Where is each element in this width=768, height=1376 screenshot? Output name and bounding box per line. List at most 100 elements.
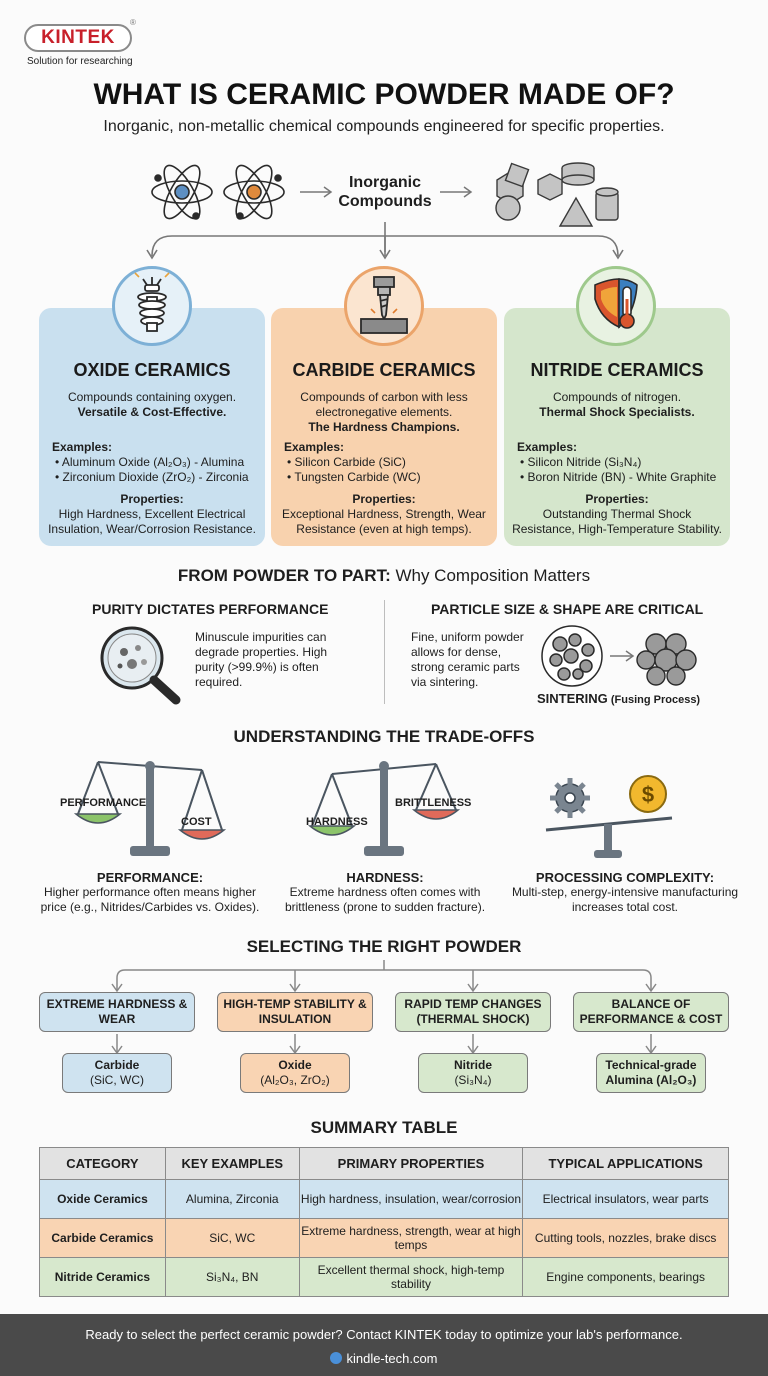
heading-rest: Why Composition Matters (390, 566, 591, 585)
card-description: Compounds containing oxygen. Versatile &… (49, 390, 255, 420)
performance-tradeoff-heading: PERFORMANCE: (96, 870, 204, 885)
heading-bold: FROM POWDER TO PART: (177, 566, 391, 585)
branch-connector (146, 222, 624, 260)
examples-label: Examples: (52, 440, 113, 454)
example-item: Aluminum Oxide (Al₂O₃) - Alumina (55, 455, 249, 470)
particle-text: Fine, uniform powder allows for dense, s… (411, 630, 524, 689)
flow-label-line-1: Inorganic (348, 174, 421, 191)
table-cell: SiC, WC (164, 1218, 300, 1258)
hardness-brittleness-scale-icon (307, 761, 461, 856)
result-name: Carbide (94, 1058, 140, 1072)
footer-url-text[interactable]: kindle-tech.com (346, 1351, 438, 1366)
examples-list: Silicon Carbide (SiC) Tungsten Carbide (… (287, 455, 420, 485)
brittleness-pan-label: BRITTLENESS (395, 797, 472, 809)
result-detail: Alumina (Al₂O₃) (605, 1073, 697, 1087)
examples-list: Aluminum Oxide (Al₂O₃) - Alumina Zirconi… (55, 455, 249, 485)
properties-label: Properties: (120, 492, 184, 506)
table-cell: Extreme hardness, strength, wear at high… (298, 1218, 524, 1258)
example-item: Boron Nitride (BN) - White Graphite (520, 470, 717, 485)
table-header: KEY EXAMPLES (164, 1147, 300, 1180)
nitride-ceramics-card: NITRIDE CERAMICS Compounds of nitrogen. … (504, 308, 730, 546)
card-highlight: Versatile & Cost-Effective. (77, 405, 227, 419)
insulator-icon (112, 266, 192, 346)
table-cell: Alumina, Zirconia (164, 1179, 300, 1219)
performance-pan-label: PERFORMANCE (60, 797, 147, 809)
card-description: Compounds of nitrogen. Thermal Shock Spe… (514, 390, 720, 420)
sintering-rest: (Fusing Process) (607, 694, 701, 706)
properties-text: High Hardness, Excellent Electrical Insu… (48, 507, 256, 536)
sintering-bold: SINTERING (537, 691, 608, 706)
gear-coin-scale-icon: $ (545, 775, 673, 858)
table-cell: Si₃N₄, BN (164, 1257, 300, 1297)
example-item: Silicon Nitride (Si₃N₄) (520, 455, 716, 470)
result-nitride: Nitride (Si₃N₄) (418, 1053, 528, 1093)
performance-cost-scale-icon (73, 761, 227, 856)
summary-heading: SUMMARY TABLE (310, 1118, 458, 1137)
examples-label: Examples: (517, 440, 578, 454)
result-name: Technical-grade (605, 1058, 697, 1072)
particle-heading: PARTICLE SIZE & SHAPE ARE CRITICAL (431, 601, 704, 617)
result-detail: (SiC, WC) (90, 1073, 144, 1087)
table-header-row: CATEGORY KEY EXAMPLES PRIMARY PROPERTIES… (39, 1147, 729, 1180)
table-cell: Oxide Ceramics (39, 1179, 166, 1219)
hardness-tradeoff-heading: HARDNESS: (346, 870, 424, 885)
table-header: CATEGORY (39, 1147, 166, 1180)
properties-text: Exceptional Hardness, Strength, Wear Res… (282, 507, 486, 536)
need-balance-cost: BALANCE OF PERFORMANCE & COST (573, 992, 729, 1032)
table-cell: Engine components, bearings (522, 1257, 729, 1297)
examples-list: Silicon Nitride (Si₃N₄) Boron Nitride (B… (520, 455, 717, 485)
svg-text:$: $ (642, 782, 654, 807)
summary-table: CATEGORY KEY EXAMPLES PRIMARY PROPERTIES… (39, 1147, 729, 1297)
magnifier-icon (100, 626, 181, 705)
card-desc-text: Compounds of nitrogen. (552, 390, 682, 404)
page-subtitle: Inorganic, non-metallic chemical compoun… (103, 118, 665, 135)
result-detail: (Si₃N₄) (454, 1073, 492, 1087)
arrow-icon (300, 186, 473, 198)
example-item: Zirconium Dioxide (ZrO₂) - Zirconia (55, 470, 249, 485)
oxide-ceramics-card: OXIDE CERAMICS Compounds containing oxyg… (39, 308, 265, 546)
properties-label: Properties: (352, 492, 416, 506)
table-header: TYPICAL APPLICATIONS (522, 1147, 729, 1180)
atom-icon (223, 164, 285, 220)
composition-flow-diagram (146, 162, 624, 260)
processing-tradeoff-heading: PROCESSING COMPLEXITY: (535, 870, 715, 885)
purity-heading: PURITY DICTATES PERFORMANCE (92, 601, 329, 617)
result-detail: (Al₂O₃, ZrO₂) (260, 1073, 330, 1087)
drill-icon (344, 266, 424, 346)
globe-icon (330, 1352, 343, 1364)
selection-connectors (111, 960, 657, 1055)
example-item: Tungsten Carbide (WC) (287, 470, 420, 485)
table-header: PRIMARY PROPERTIES (298, 1147, 524, 1180)
sintering-diagram (541, 625, 697, 687)
examples-label: Examples: (284, 440, 345, 454)
result-carbide: Carbide (SiC, WC) (62, 1053, 172, 1093)
registered-mark: ® (130, 18, 136, 27)
footer-cta: Ready to select the perfect ceramic powd… (85, 1327, 683, 1342)
table-cell: Electrical insulators, wear parts (522, 1179, 729, 1219)
tradeoffs-heading: UNDERSTANDING THE TRADE-OFFS (233, 727, 535, 746)
purity-text: Minuscule impurities can degrade propert… (195, 630, 328, 689)
result-name: Nitride (453, 1058, 492, 1072)
performance-tradeoff-text: Higher performance often means higher pr… (40, 885, 260, 914)
need-extreme-hardness: EXTREME HARDNESS & WEAR (39, 992, 195, 1032)
section-divider (384, 600, 385, 704)
sintering-label: SINTERING (Fusing Process) (537, 691, 700, 706)
powder-to-part-heading: FROM POWDER TO PART: Why Composition Mat… (0, 566, 768, 586)
table-row: Nitride Ceramics Si₃N₄, BN Excellent the… (39, 1257, 729, 1297)
card-title: CARBIDE CERAMICS (292, 360, 476, 380)
geometric-shapes-icon (495, 162, 619, 227)
result-alumina: Technical-grade Alumina (Al₂O₃) (596, 1053, 706, 1093)
carbide-ceramics-card: CARBIDE CERAMICS Compounds of carbon wit… (271, 308, 497, 546)
card-title: OXIDE CERAMICS (73, 360, 231, 380)
card-description: Compounds of carbon with less electroneg… (281, 390, 487, 435)
table-cell: High hardness, insulation, wear/corrosio… (298, 1179, 524, 1219)
footer-link[interactable]: kindle-tech.com (0, 1351, 768, 1366)
result-name: Oxide (278, 1058, 312, 1072)
need-thermal-shock: RAPID TEMP CHANGES (THERMAL SHOCK) (395, 992, 551, 1032)
shield-thermometer-icon (576, 266, 656, 346)
table-cell: Carbide Ceramics (39, 1218, 166, 1258)
need-high-temp-stability: HIGH-TEMP STABILITY & INSULATION (217, 992, 373, 1032)
card-highlight: Thermal Shock Specialists. (539, 405, 695, 419)
card-desc-text: Compounds of carbon with less electroneg… (300, 390, 468, 419)
footer-banner: Ready to select the perfect ceramic powd… (0, 1314, 768, 1376)
